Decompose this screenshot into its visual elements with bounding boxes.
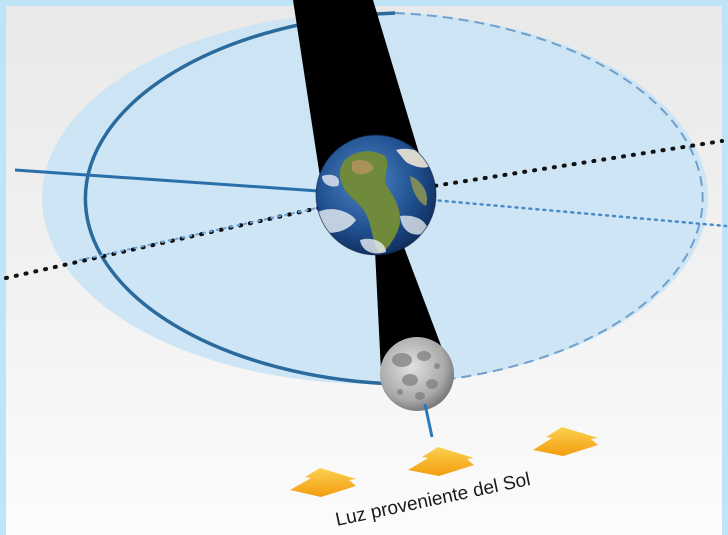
moon <box>380 337 454 411</box>
up-arrow-icon <box>290 468 356 497</box>
sunlight-arrows <box>290 427 598 497</box>
moon-pointer-line <box>423 403 434 438</box>
moon-orbit-solid-arc <box>83 11 396 386</box>
earth <box>315 134 437 256</box>
moon-orbit-dashed-arc <box>392 12 704 385</box>
full-moon-icon <box>380 337 454 411</box>
up-arrow-icon <box>533 427 598 456</box>
up-arrow-icon <box>408 447 474 476</box>
